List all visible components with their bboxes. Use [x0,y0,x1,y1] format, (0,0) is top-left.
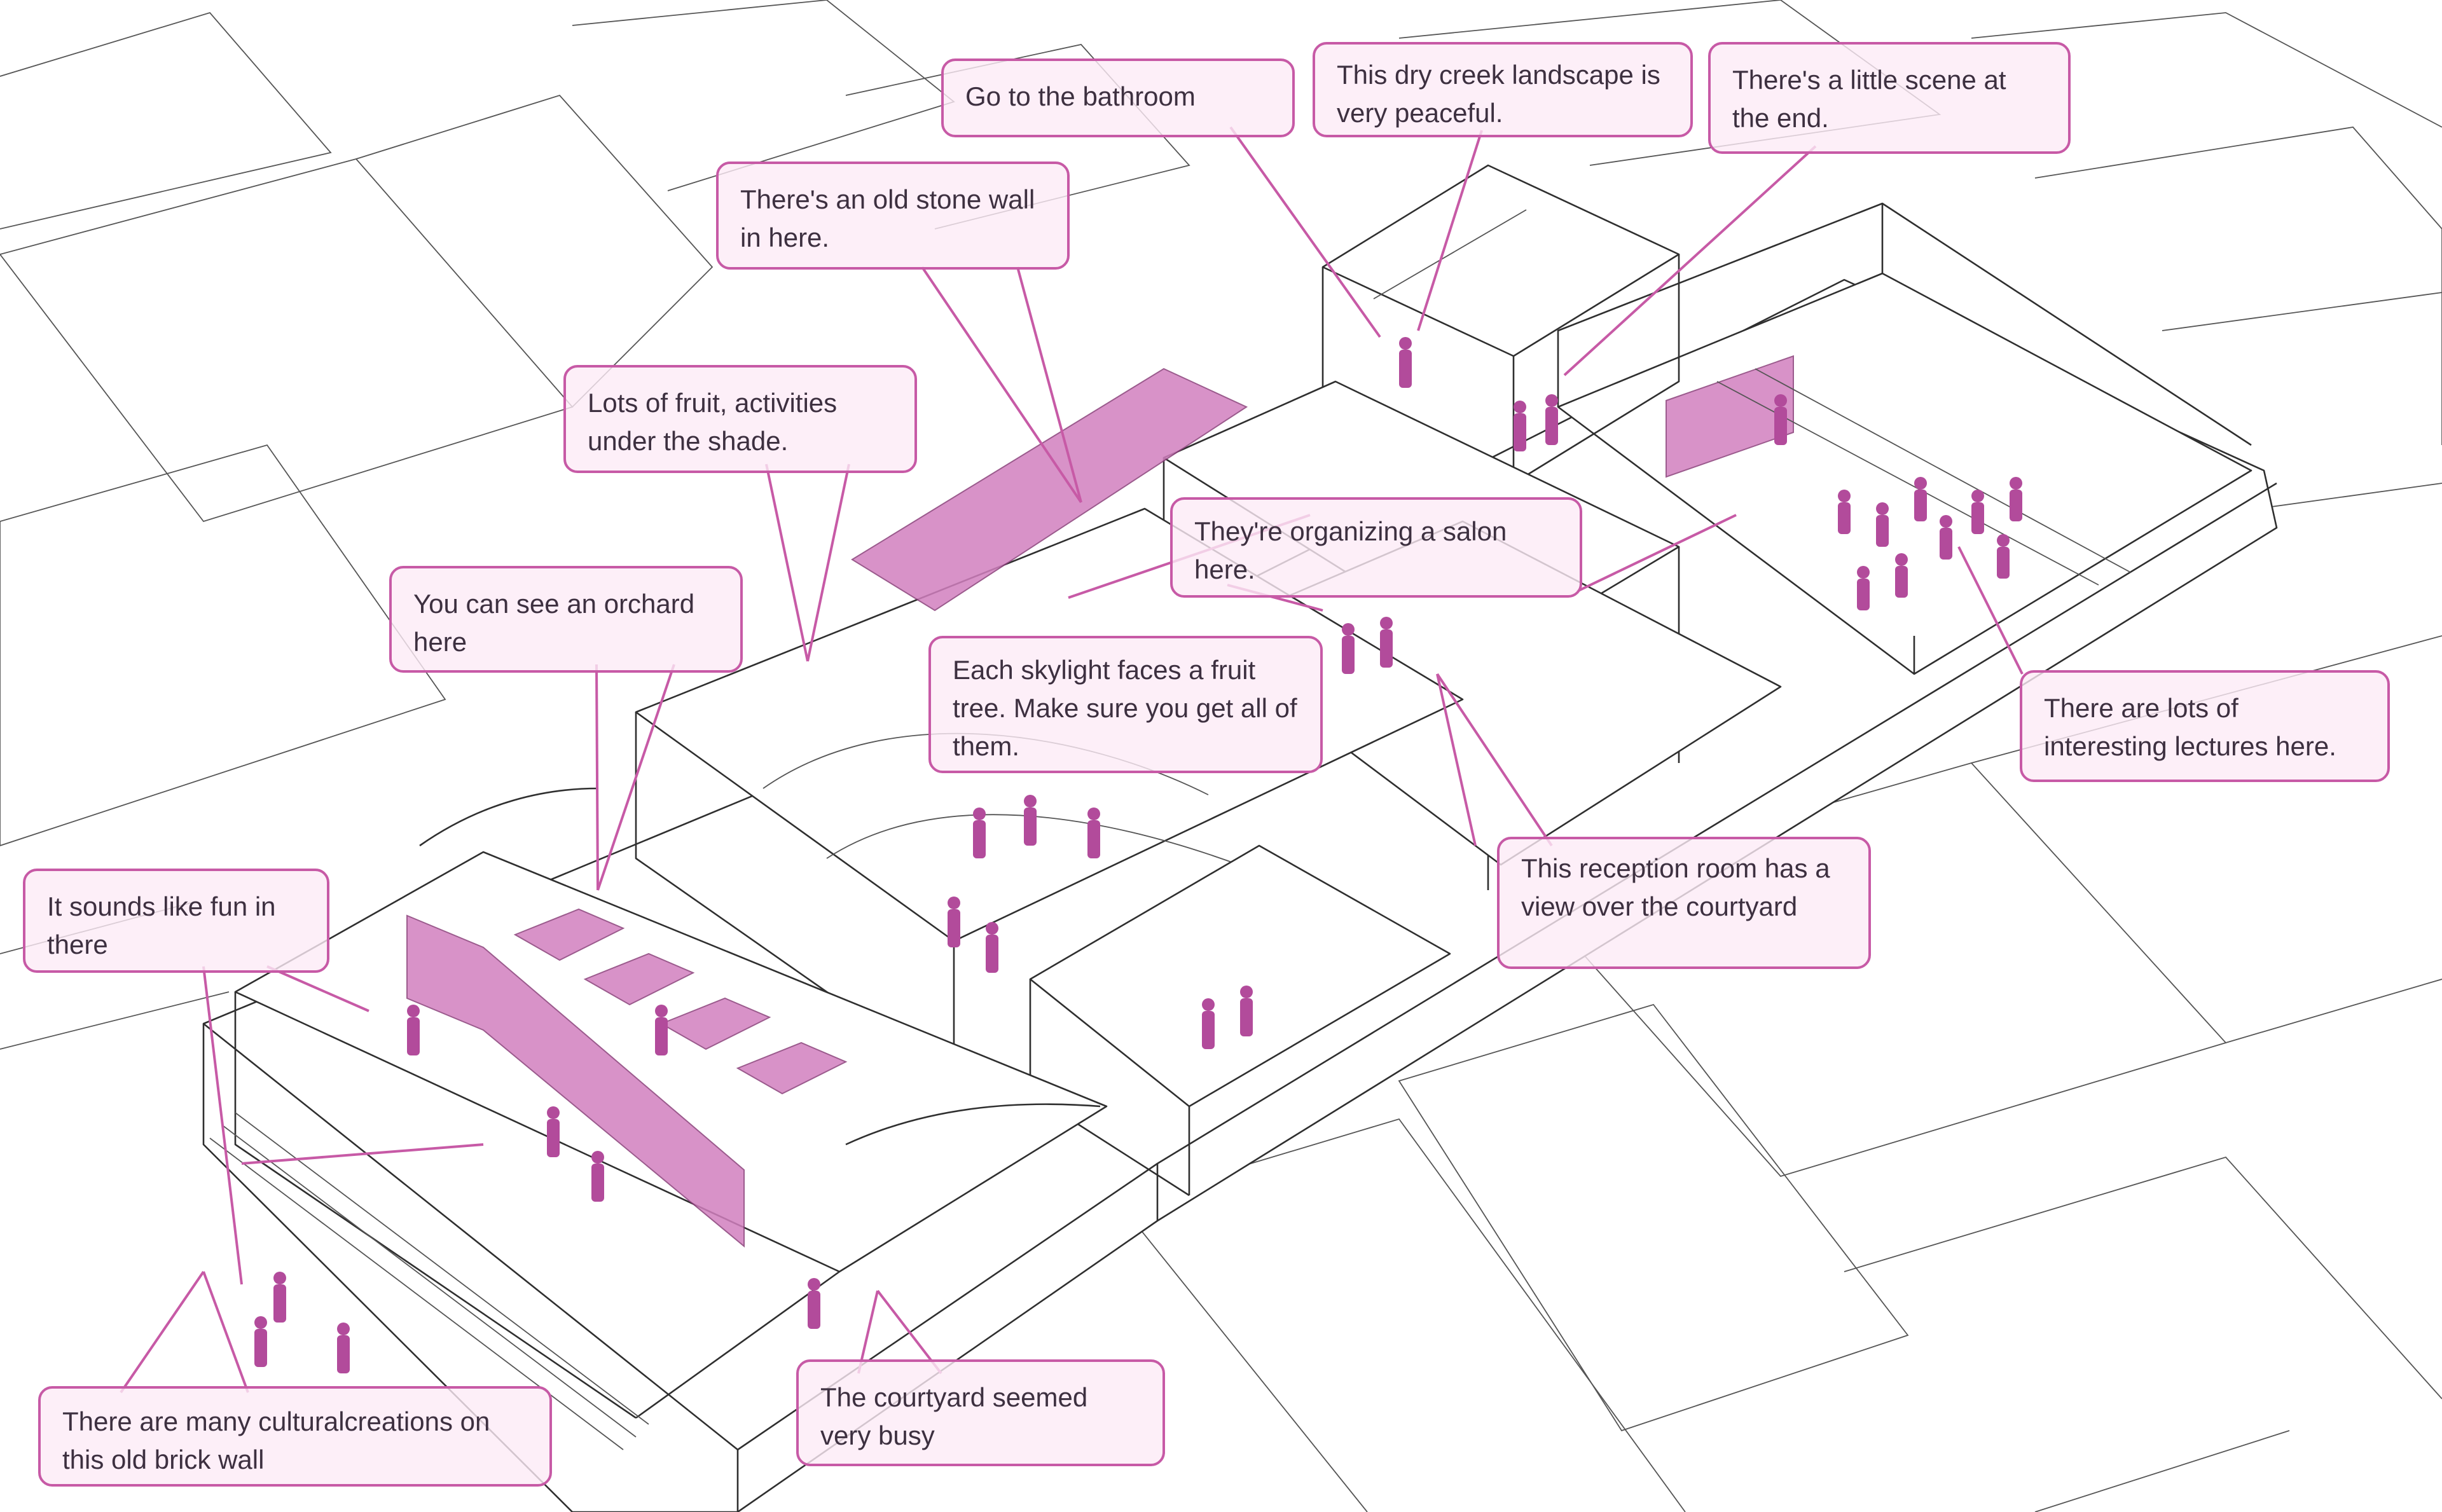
callout-little-scene: There's a little scene at the end. [1708,42,2071,154]
callout-skylight-text: Each skylight faces a fruit tree. Make s… [953,655,1297,761]
callout-orchard-text: You can see an orchard here [413,589,695,657]
callout-fun-text: It sounds like fun in there [47,891,276,959]
callout-bathroom: Go to the bathroom [941,58,1295,137]
callout-reception-text: This reception room has a view over the … [1521,853,1830,921]
callout-courtyard-busy-text: The courtyard seemed very busy [820,1382,1088,1450]
callout-dry-creek-text: This dry creek landscape is very peacefu… [1337,60,1660,128]
callout-stone-wall: There's an old stone wall in here. [716,162,1070,270]
callout-salon: They're organizing a salon here. [1170,497,1582,598]
callout-orchard: You can see an orchard here [389,566,743,673]
callout-little-scene-text: There's a little scene at the end. [1732,65,2006,133]
callout-fun: It sounds like fun in there [23,869,329,973]
callout-fruit-shade: Lots of fruit, activities under the shad… [563,365,917,473]
callout-lectures: There are lots of interesting lectures h… [2020,670,2390,782]
callout-stone-wall-text: There's an old stone wall in here. [740,184,1035,252]
front-hall [234,787,1108,1419]
callout-reception: This reception room has a view over the … [1497,837,1871,969]
callout-salon-text: They're organizing a salon here. [1194,516,1507,584]
callout-dry-creek: This dry creek landscape is very peacefu… [1313,42,1693,137]
callout-lectures-text: There are lots of interesting lectures h… [2044,693,2336,761]
callout-skylight: Each skylight faces a fruit tree. Make s… [928,636,1323,773]
callout-brick-wall-text: There are many culturalcreations on this… [62,1406,490,1474]
lecture-hall [1557,202,2252,675]
callout-courtyard-busy: The courtyard seemed very busy [796,1359,1165,1466]
callout-fruit-shade-text: Lots of fruit, activities under the shad… [588,388,838,456]
entrance-stairs [209,1112,649,1450]
people-figures [254,337,2022,1373]
callout-bathroom-text: Go to the bathroom [965,81,1196,111]
callout-brick-wall: There are many culturalcreations on this… [38,1386,552,1487]
